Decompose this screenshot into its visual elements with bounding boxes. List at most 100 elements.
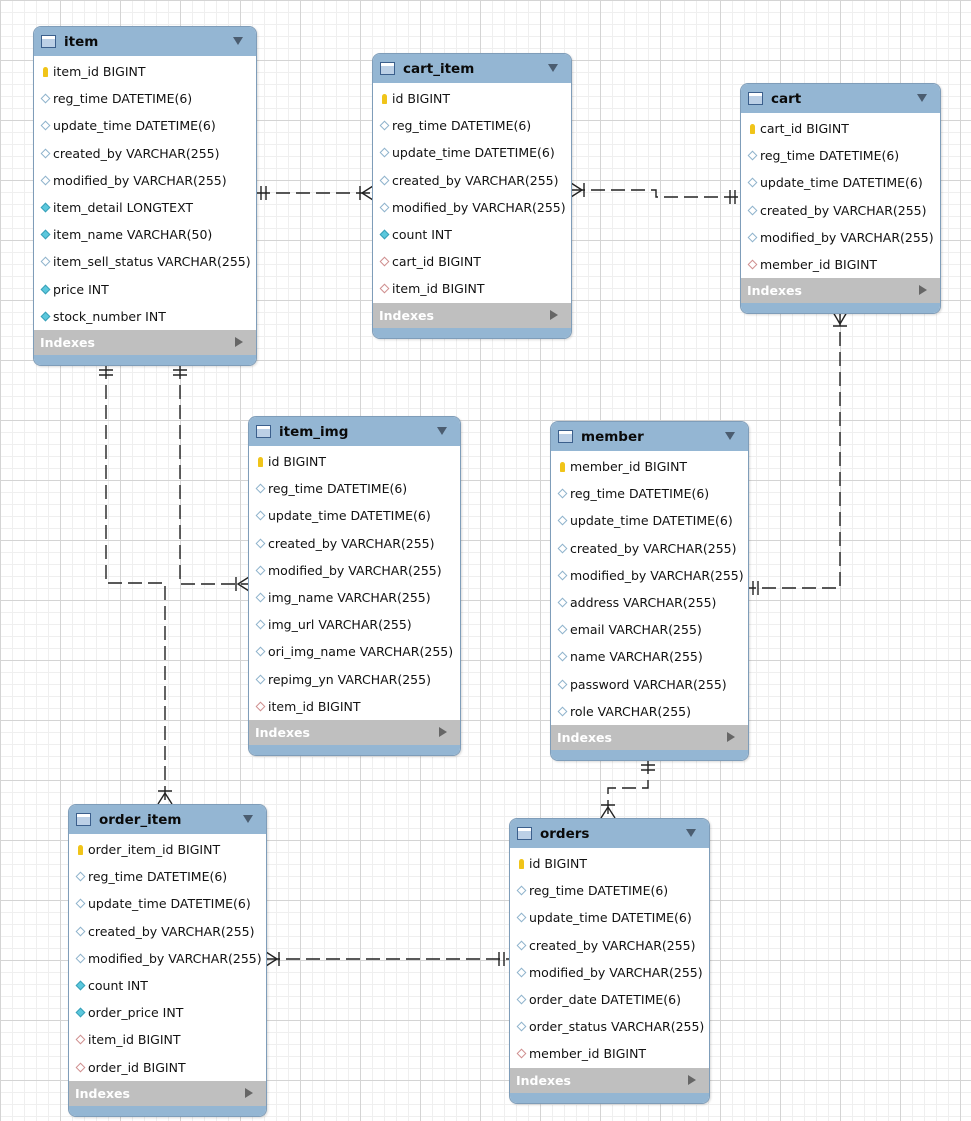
column-row[interactable]: cart_id BIGINT	[741, 115, 940, 142]
expand-arrow-icon[interactable]	[550, 309, 558, 320]
column-row[interactable]: member_id BIGINT	[510, 1040, 709, 1067]
column-row[interactable]: modified_by VARCHAR(255)	[510, 959, 709, 986]
relationship-member-orders[interactable]	[607, 760, 649, 818]
collapse-arrow-icon[interactable]	[686, 829, 696, 837]
collapse-arrow-icon[interactable]	[725, 432, 735, 440]
expand-arrow-icon[interactable]	[245, 1087, 253, 1098]
column-row[interactable]: ori_img_name VARCHAR(255)	[249, 638, 460, 665]
column-row[interactable]: order_item_id BIGINT	[69, 836, 266, 863]
expand-arrow-icon[interactable]	[919, 285, 927, 296]
relationship-member-cart[interactable]	[748, 312, 841, 589]
table-header[interactable]: cart_item	[373, 54, 571, 83]
column-row[interactable]: order_date DATETIME(6)	[510, 986, 709, 1013]
column-row[interactable]: item_id BIGINT	[373, 275, 571, 302]
column-row[interactable]: modified_by VARCHAR(255)	[741, 224, 940, 251]
column-row[interactable]: update_time DATETIME(6)	[249, 502, 460, 529]
column-row[interactable]: modified_by VARCHAR(255)	[249, 557, 460, 584]
column-row[interactable]: email VARCHAR(255)	[551, 616, 748, 643]
column-row[interactable]: order_price INT	[69, 999, 266, 1026]
column-row[interactable]: reg_time DATETIME(6)	[510, 877, 709, 904]
indexes-section[interactable]: Indexes	[510, 1067, 709, 1093]
column-row[interactable]: price INT	[34, 276, 256, 303]
table-header[interactable]: orders	[510, 819, 709, 848]
column-row[interactable]: update_time DATETIME(6)	[34, 112, 256, 139]
column-row[interactable]: update_time DATETIME(6)	[741, 169, 940, 196]
indexes-section[interactable]: Indexes	[551, 724, 748, 750]
column-row[interactable]: modified_by VARCHAR(255)	[69, 945, 266, 972]
column-row[interactable]: order_id BIGINT	[69, 1054, 266, 1081]
column-row[interactable]: update_time DATETIME(6)	[373, 139, 571, 166]
indexes-section[interactable]: Indexes	[741, 278, 940, 304]
column-row[interactable]: id BIGINT	[249, 448, 460, 475]
column-row[interactable]: reg_time DATETIME(6)	[741, 142, 940, 169]
column-row[interactable]: created_by VARCHAR(255)	[373, 167, 571, 194]
column-row[interactable]: reg_time DATETIME(6)	[373, 112, 571, 139]
column-row[interactable]: item_id BIGINT	[69, 1026, 266, 1053]
column-row[interactable]: address VARCHAR(255)	[551, 589, 748, 616]
column-row[interactable]: item_sell_status VARCHAR(255)	[34, 248, 256, 275]
column-row[interactable]: created_by VARCHAR(255)	[551, 535, 748, 562]
column-row[interactable]: cart_id BIGINT	[373, 248, 571, 275]
column-row[interactable]: count INT	[69, 972, 266, 999]
collapse-arrow-icon[interactable]	[437, 427, 447, 435]
column-row[interactable]: name VARCHAR(255)	[551, 643, 748, 670]
table-header[interactable]: order_item	[69, 805, 266, 834]
table-header[interactable]: item_img	[249, 417, 460, 446]
column-row[interactable]: item_id BIGINT	[249, 693, 460, 720]
column-row[interactable]: id BIGINT	[373, 85, 571, 112]
column-row[interactable]: item_name VARCHAR(50)	[34, 221, 256, 248]
column-row[interactable]: member_id BIGINT	[741, 251, 940, 278]
collapse-arrow-icon[interactable]	[243, 815, 253, 823]
column-row[interactable]: repimg_yn VARCHAR(255)	[249, 666, 460, 693]
column-row[interactable]: created_by VARCHAR(255)	[249, 530, 460, 557]
column-row[interactable]: created_by VARCHAR(255)	[741, 197, 940, 224]
relationship-item-order-item[interactable]	[105, 365, 166, 804]
column-row[interactable]: modified_by VARCHAR(255)	[34, 167, 256, 194]
expand-arrow-icon[interactable]	[688, 1074, 696, 1085]
column-row[interactable]: stock_number INT	[34, 303, 256, 330]
column-row[interactable]: role VARCHAR(255)	[551, 698, 748, 725]
column-row[interactable]: update_time DATETIME(6)	[551, 507, 748, 534]
relationship-cart-item-cart[interactable]	[571, 189, 741, 198]
expand-arrow-icon[interactable]	[439, 726, 447, 737]
column-row[interactable]: id BIGINT	[510, 850, 709, 877]
column-row[interactable]: item_detail LONGTEXT	[34, 194, 256, 221]
indexes-section[interactable]: Indexes	[249, 719, 460, 745]
column-row[interactable]: created_by VARCHAR(255)	[510, 932, 709, 959]
collapse-arrow-icon[interactable]	[548, 64, 558, 72]
collapse-arrow-icon[interactable]	[233, 37, 243, 45]
table-header[interactable]: cart	[741, 84, 940, 113]
column-row[interactable]: reg_time DATETIME(6)	[249, 475, 460, 502]
indexes-section[interactable]: Indexes	[34, 329, 256, 355]
indexes-section[interactable]: Indexes	[69, 1080, 266, 1106]
column-row[interactable]: created_by VARCHAR(255)	[34, 140, 256, 167]
column-row[interactable]: modified_by VARCHAR(255)	[373, 194, 571, 221]
indexes-section[interactable]: Indexes	[373, 302, 571, 328]
column-row[interactable]: reg_time DATETIME(6)	[551, 480, 748, 507]
column-row[interactable]: update_time DATETIME(6)	[510, 904, 709, 931]
column-row[interactable]: modified_by VARCHAR(255)	[551, 562, 748, 589]
column-row[interactable]: img_name VARCHAR(255)	[249, 584, 460, 611]
expand-arrow-icon[interactable]	[727, 731, 735, 742]
column-row[interactable]: img_url VARCHAR(255)	[249, 611, 460, 638]
column-row[interactable]: count INT	[373, 221, 571, 248]
table-header[interactable]: item	[34, 27, 256, 56]
table-header[interactable]: member	[551, 422, 748, 451]
column-row[interactable]: order_status VARCHAR(255)	[510, 1013, 709, 1040]
relationship-item-item-img[interactable]	[179, 365, 249, 585]
column-row[interactable]: update_time DATETIME(6)	[69, 890, 266, 917]
column-row[interactable]: password VARCHAR(255)	[551, 671, 748, 698]
column-row[interactable]: member_id BIGINT	[551, 453, 748, 480]
expand-arrow-icon[interactable]	[235, 336, 243, 347]
column-row[interactable]: created_by VARCHAR(255)	[69, 918, 266, 945]
column-row[interactable]: item_id BIGINT	[34, 58, 256, 85]
column-row[interactable]: reg_time DATETIME(6)	[34, 85, 256, 112]
column-row[interactable]: reg_time DATETIME(6)	[69, 863, 266, 890]
